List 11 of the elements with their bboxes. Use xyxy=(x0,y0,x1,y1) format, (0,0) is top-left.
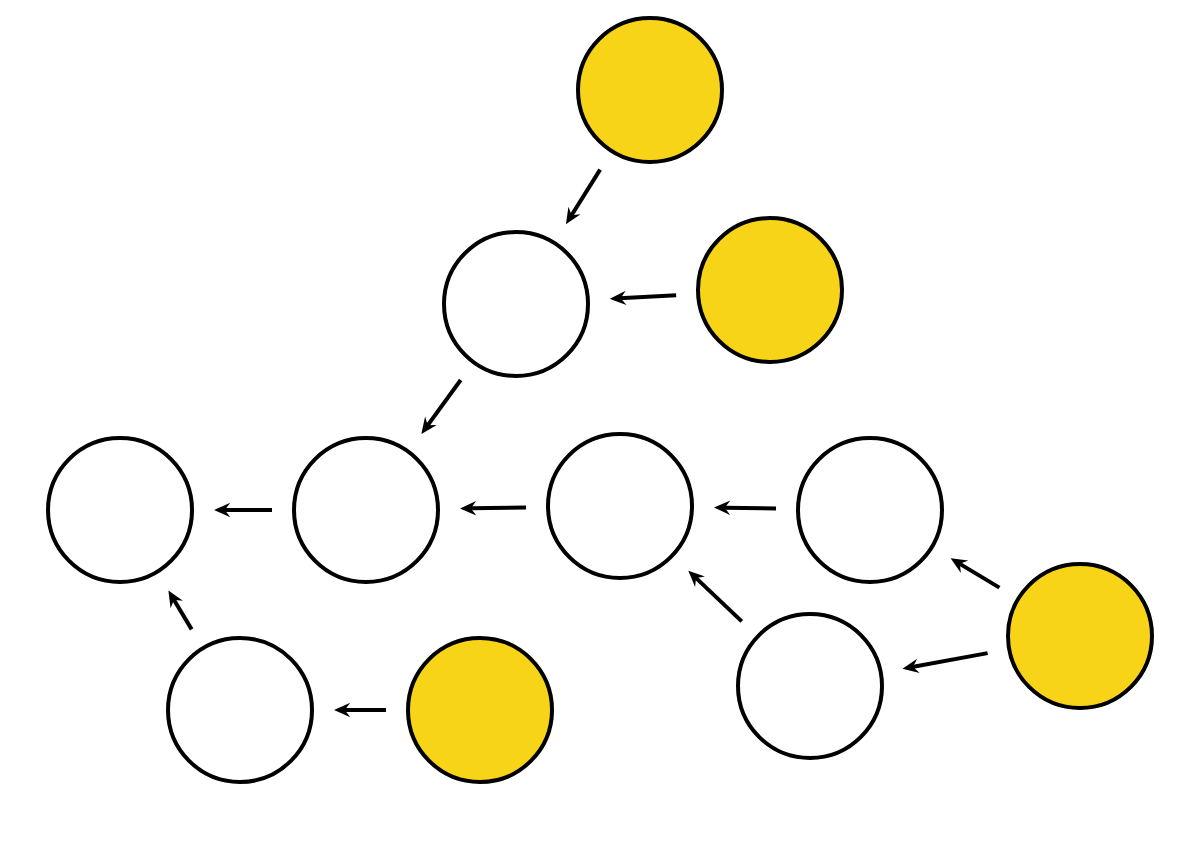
circle xyxy=(576,16,724,164)
circle xyxy=(292,436,440,584)
circle xyxy=(406,636,554,784)
circle xyxy=(696,216,844,364)
circle xyxy=(796,436,944,584)
circle xyxy=(166,636,314,784)
circle xyxy=(46,436,194,584)
circle xyxy=(442,230,590,378)
circle xyxy=(1006,562,1154,710)
circle xyxy=(736,612,884,760)
circle xyxy=(546,432,694,580)
